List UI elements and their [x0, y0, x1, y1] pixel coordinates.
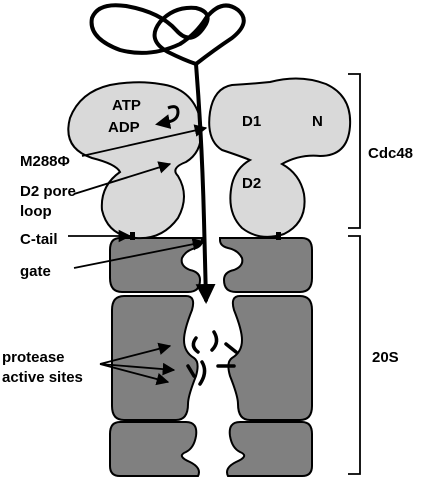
protease-pointer-1 [99, 342, 172, 365]
d2-pore-loop-label-line2: loop [20, 203, 52, 220]
chamber-left [111, 295, 199, 421]
peptide-fragments [186, 330, 238, 386]
protease-label-line2: active sites [2, 369, 83, 386]
bottom-ring-left [109, 421, 200, 477]
protease-label-line1: protease [2, 349, 65, 366]
s20-bracket [348, 235, 361, 475]
m288-pointer [81, 124, 208, 157]
gate-ring-right [219, 237, 313, 293]
m288-label: M288Φ [20, 153, 70, 170]
fragment-3 [224, 342, 238, 354]
adp-label: ADP [108, 119, 140, 136]
s20-label: 20S [372, 349, 399, 366]
gate-label: gate [20, 263, 51, 280]
pointer-lines [68, 124, 208, 386]
cdc48-hexamer [67, 77, 352, 240]
d2-pore-loop-label-line1: D2 pore [20, 183, 76, 200]
d1-label: D1 [242, 113, 261, 130]
atp-label: ATP [112, 97, 141, 114]
cdc48-right-subunit [208, 77, 352, 238]
c-tail-markers [130, 232, 281, 240]
substrate-thread [194, 62, 216, 304]
chamber-right [227, 295, 313, 421]
gate-pointer [73, 238, 206, 269]
c-tail-dot-right [276, 232, 281, 240]
fragment-4 [198, 360, 207, 386]
fragment-1 [191, 336, 200, 354]
atp-adp-cycle-icon [155, 105, 180, 130]
c-tail-label: C-tail [20, 231, 58, 248]
fragment-2 [210, 330, 219, 352]
n-domain-label: N [312, 113, 323, 130]
d2-label: D2 [242, 175, 261, 192]
cdc48-label: Cdc48 [368, 145, 413, 162]
proteasome-20s [109, 237, 313, 477]
cdc48-bracket [348, 73, 361, 229]
c-tail-dot-left [130, 232, 135, 240]
d2-pore-loop-pointer [73, 161, 172, 195]
brackets [348, 73, 361, 475]
gate-ring-left [109, 237, 203, 293]
protease-pointer-2 [99, 362, 176, 376]
substrate-polypeptide [89, 3, 246, 304]
substrate-tangle [89, 3, 246, 66]
protease-pointer-3 [99, 363, 170, 386]
bottom-ring-right [226, 421, 313, 477]
fragment-6 [186, 364, 196, 378]
